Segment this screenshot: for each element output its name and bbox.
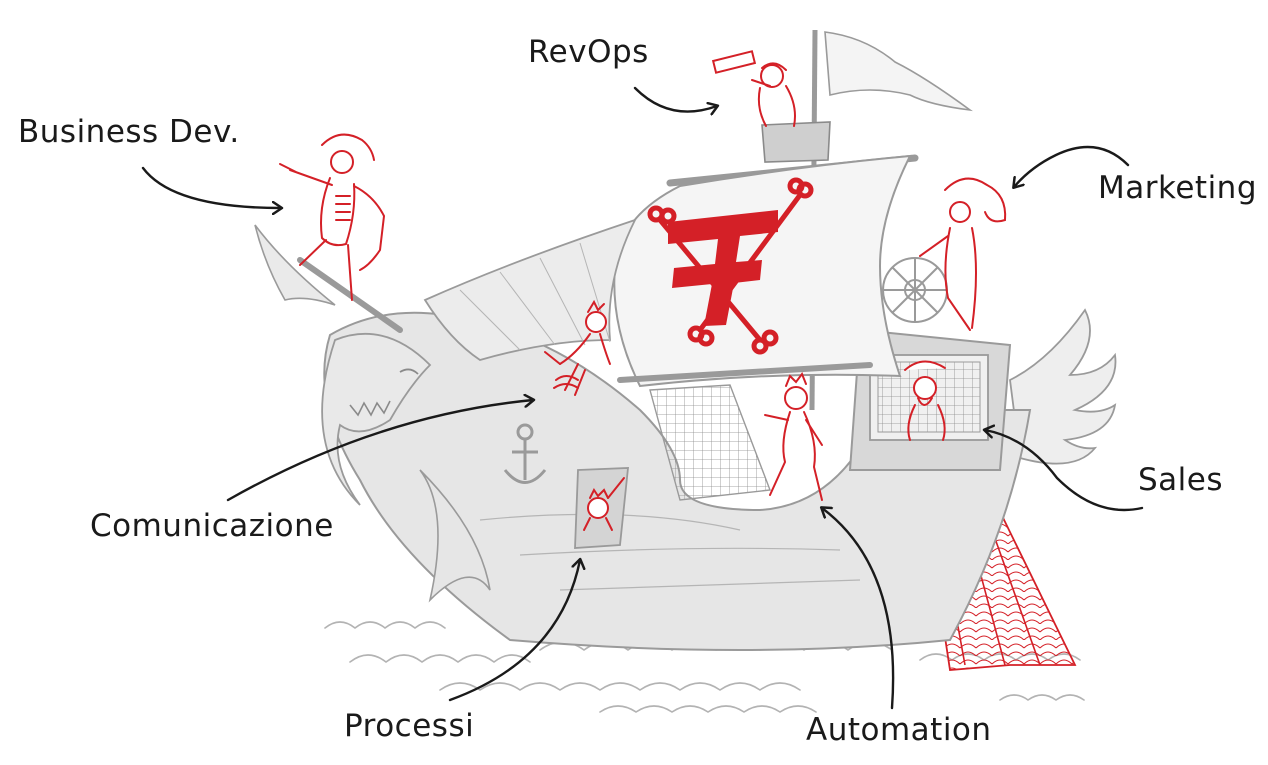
anchor-icon bbox=[503, 423, 547, 484]
pirate-helmsman bbox=[919, 177, 1007, 331]
bowsprit bbox=[297, 257, 403, 333]
arrow-comunicazione bbox=[226, 400, 533, 502]
crows-nest bbox=[761, 121, 831, 163]
shark-fin bbox=[419, 469, 491, 603]
pirate-porthole bbox=[583, 477, 625, 531]
annotation-arrows bbox=[141, 86, 1144, 710]
pirate-sailor-rigging bbox=[544, 299, 611, 396]
label-business-dev: Business Dev. bbox=[18, 114, 240, 150]
pirate-captain bbox=[279, 133, 386, 301]
shark-teeth bbox=[349, 400, 391, 417]
label-marketing: Marketing bbox=[1098, 170, 1258, 206]
deck-cargo-net bbox=[649, 384, 771, 501]
sail-f-logo-icon bbox=[668, 210, 778, 326]
pirate-netman bbox=[904, 360, 946, 441]
shark-bow bbox=[321, 333, 432, 506]
arrow-processi bbox=[448, 560, 580, 702]
label-automation: Automation bbox=[806, 712, 992, 748]
pennant-flag bbox=[824, 31, 973, 112]
label-revops: RevOps bbox=[528, 34, 649, 70]
label-sales: Sales bbox=[1138, 462, 1224, 498]
arrow-automation bbox=[822, 508, 895, 710]
pirate-lookout bbox=[711, 50, 796, 127]
pirate-deck-mate bbox=[764, 371, 823, 501]
arrow-sales bbox=[985, 430, 1144, 512]
arrow-revops bbox=[633, 86, 717, 112]
label-comunicazione: Comunicazione bbox=[90, 508, 334, 544]
ship-stern-fin bbox=[1009, 308, 1117, 465]
shark-eye bbox=[399, 368, 419, 375]
fore-sail bbox=[423, 218, 637, 361]
jib-sail bbox=[254, 224, 336, 306]
arrow-marketing bbox=[1014, 145, 1130, 187]
lower-yard bbox=[617, 362, 873, 383]
arrow-business-dev bbox=[141, 166, 281, 208]
ship-wheel bbox=[882, 257, 948, 323]
label-processi: Processi bbox=[344, 708, 475, 744]
